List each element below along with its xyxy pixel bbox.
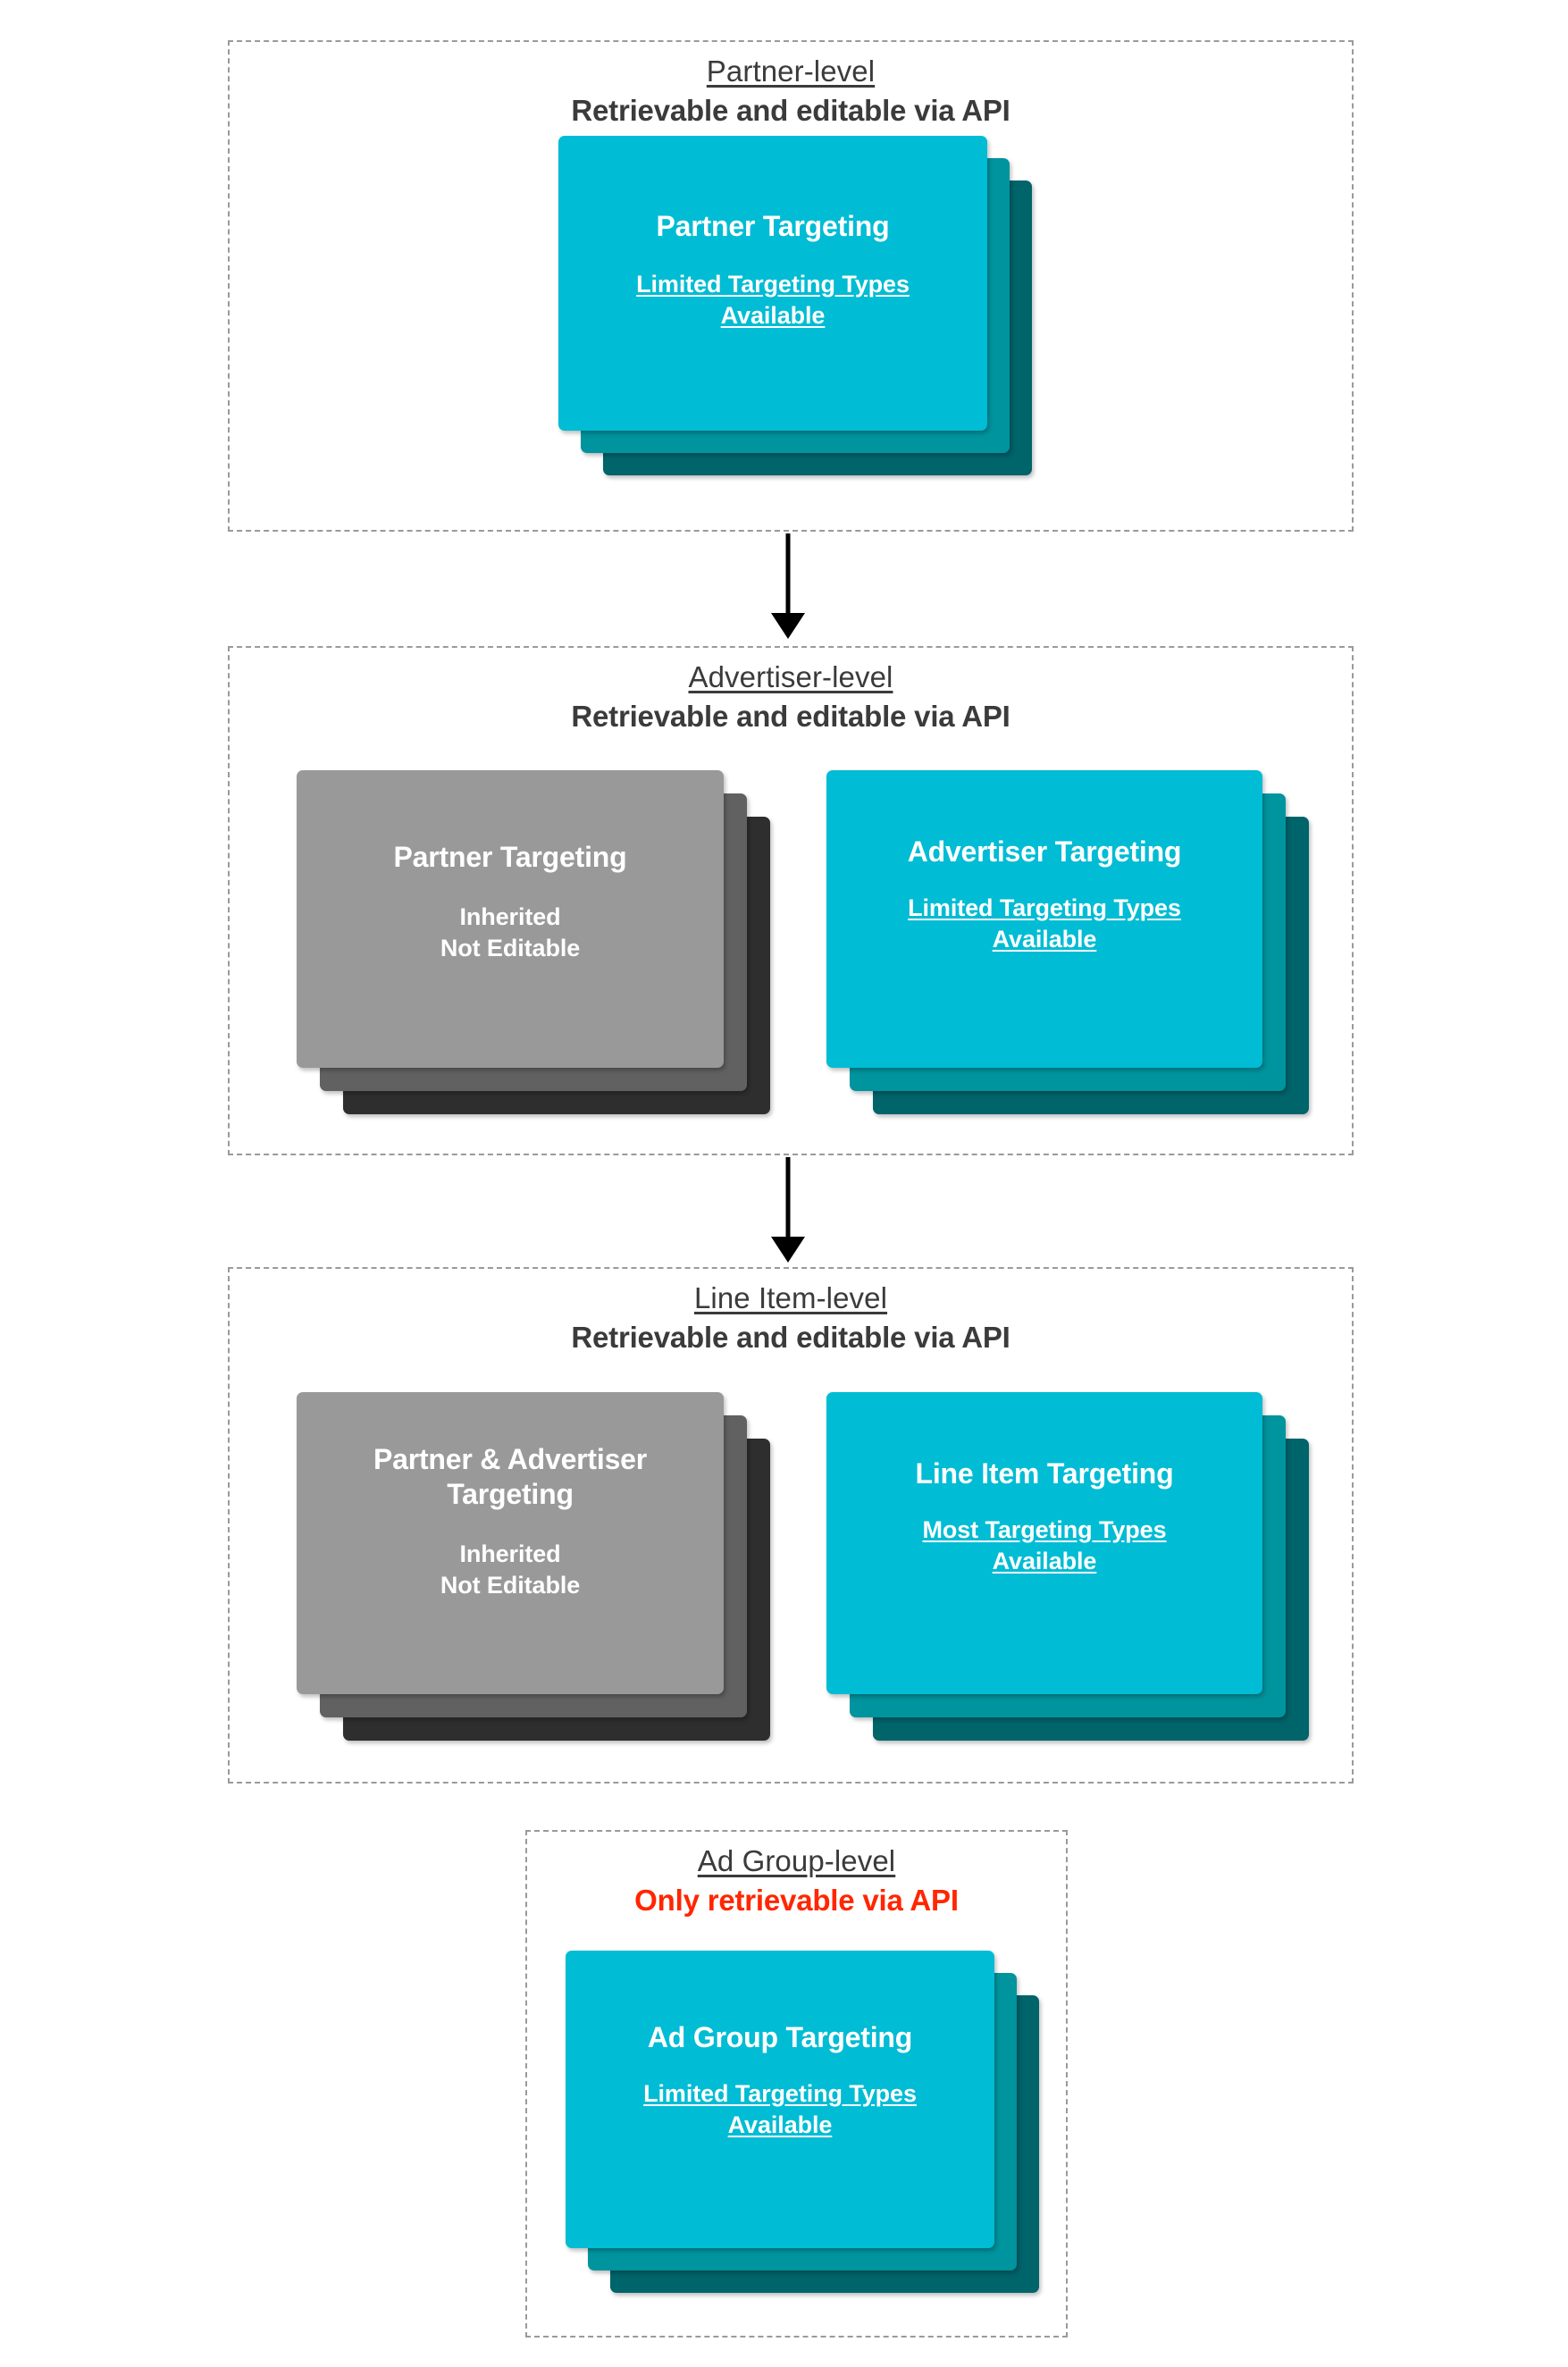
card-title: Advertiser Targeting — [907, 835, 1182, 868]
card-partner-advertiser-targeting-inherited[interactable]: Partner & Advertiser Targeting Inherited… — [297, 1392, 724, 1694]
level-api-note-ad-group: Only retrievable via API — [634, 1883, 959, 1917]
card-body: Advertiser Targeting Limited Targeting T… — [826, 770, 1262, 1068]
level-api-note-line-item: Retrievable and editable via API — [571, 1320, 1010, 1354]
level-box-advertiser: Advertiser-level Retrievable and editabl… — [228, 646, 1354, 1155]
level-title-advertiser: Advertiser-level — [688, 660, 893, 693]
card-subtitle: Limited Targeting Types Available — [643, 2080, 917, 2138]
level-box-line-item: Line Item-level Retrievable and editable… — [228, 1267, 1354, 1784]
level-title-line-item: Line Item-level — [693, 1281, 888, 1314]
card-ad-group-targeting[interactable]: Ad Group Targeting Limited Targeting Typ… — [566, 1951, 994, 2248]
card-title: Partner Targeting — [656, 210, 890, 242]
card-subtitle-line2: Not Editable — [440, 1571, 581, 1599]
card-subtitle-line1: Inherited — [459, 903, 561, 931]
connector-partner-to-advertiser — [770, 533, 806, 639]
level-header-ad-group: Ad Group-level Only retrievable via API — [527, 1844, 1066, 1918]
card-body: Partner & Advertiser Targeting Inherited… — [297, 1392, 724, 1694]
card-stack-partner-advertiser-targeting-inherited: Partner & Advertiser Targeting Inherited… — [297, 1392, 770, 1741]
card-stack-ad-group-targeting: Ad Group Targeting Limited Targeting Typ… — [566, 1951, 1039, 2295]
card-stack-advertiser-targeting: Advertiser Targeting Limited Targeting T… — [826, 770, 1309, 1114]
level-box-partner: Partner-level Retrievable and editable v… — [228, 40, 1354, 532]
arrow-shaft — [785, 1157, 791, 1239]
card-body: Ad Group Targeting Limited Targeting Typ… — [566, 1951, 994, 2248]
card-title: Line Item Targeting — [915, 1457, 1174, 1490]
level-header-partner: Partner-level Retrievable and editable v… — [230, 55, 1352, 129]
level-api-note-advertiser: Retrievable and editable via API — [571, 699, 1010, 733]
card-partner-targeting[interactable]: Partner Targeting Limited Targeting Type… — [558, 136, 987, 431]
card-line-item-targeting[interactable]: Line Item Targeting Most Targeting Types… — [826, 1392, 1262, 1694]
level-title-ad-group: Ad Group-level — [697, 1844, 896, 1877]
level-title-partner: Partner-level — [706, 55, 876, 88]
card-body: Partner Targeting Limited Targeting Type… — [558, 136, 987, 431]
card-advertiser-targeting[interactable]: Advertiser Targeting Limited Targeting T… — [826, 770, 1262, 1068]
card-subtitle: Limited Targeting Types Available — [908, 894, 1181, 953]
card-stack-partner-targeting-inherited: Partner Targeting Inherited Not Editable — [297, 770, 770, 1114]
arrow-shaft — [785, 533, 791, 616]
level-api-note-partner: Retrievable and editable via API — [571, 93, 1010, 127]
card-title: Partner & Advertiser Targeting — [373, 1443, 648, 1511]
card-body: Partner Targeting Inherited Not Editable — [297, 770, 724, 1068]
connector-advertiser-to-line-item — [770, 1157, 806, 1263]
card-body: Line Item Targeting Most Targeting Types… — [826, 1392, 1262, 1694]
card-stack-partner-targeting: Partner Targeting Limited Targeting Type… — [558, 136, 1032, 475]
card-stack-line-item-targeting: Line Item Targeting Most Targeting Types… — [826, 1392, 1309, 1741]
down-arrow-icon — [771, 1237, 805, 1263]
card-partner-targeting-inherited[interactable]: Partner Targeting Inherited Not Editable — [297, 770, 724, 1068]
level-box-ad-group: Ad Group-level Only retrievable via API … — [525, 1830, 1068, 2338]
card-subtitle-line2: Not Editable — [440, 934, 581, 961]
down-arrow-icon — [771, 613, 805, 639]
card-subtitle: Most Targeting Types Available — [922, 1516, 1167, 1574]
level-header-advertiser: Advertiser-level Retrievable and editabl… — [230, 660, 1352, 734]
card-title: Partner Targeting — [393, 841, 627, 873]
level-header-line-item: Line Item-level Retrievable and editable… — [230, 1281, 1352, 1356]
card-title: Ad Group Targeting — [647, 2021, 913, 2053]
card-subtitle: Limited Targeting Types Available — [636, 271, 910, 329]
card-subtitle-line1: Inherited — [459, 1540, 561, 1568]
